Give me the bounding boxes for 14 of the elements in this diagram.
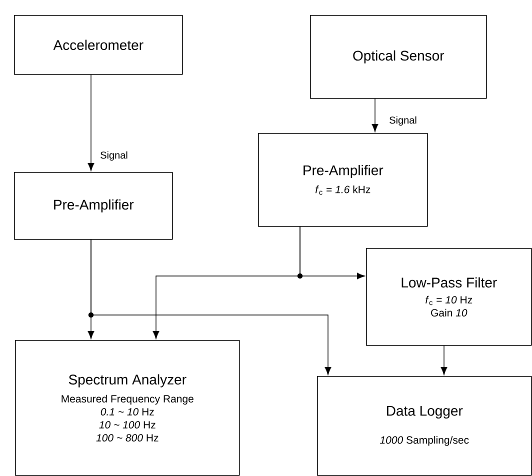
arrow xyxy=(372,98,378,132)
block-box: Low-Pass Filter f$_{c}$ = 10 Hz Gain 10 xyxy=(366,248,532,346)
block-box: Pre-Amplifier f$_{c}$ = 1.6 kHz xyxy=(258,133,428,227)
arrow xyxy=(152,226,300,339)
arrow xyxy=(88,74,94,171)
edge-label: Signal xyxy=(388,115,418,127)
edge-label: Signal xyxy=(99,150,129,162)
block-box: Accelerometer xyxy=(14,15,183,75)
block-box: Pre-Amplifier xyxy=(14,172,173,240)
block-box: Spectrum Analyzer Measured Frequency Range 0.1 ~ 10 Hz 10 ~ 100 Hz 100 ~ 800 Hz xyxy=(15,340,240,476)
block-box: Optical Sensor xyxy=(310,15,487,99)
arrow xyxy=(90,239,332,375)
block-box: Data Logger 1000 Sampling/sec xyxy=(317,376,532,476)
arrow xyxy=(440,345,448,375)
